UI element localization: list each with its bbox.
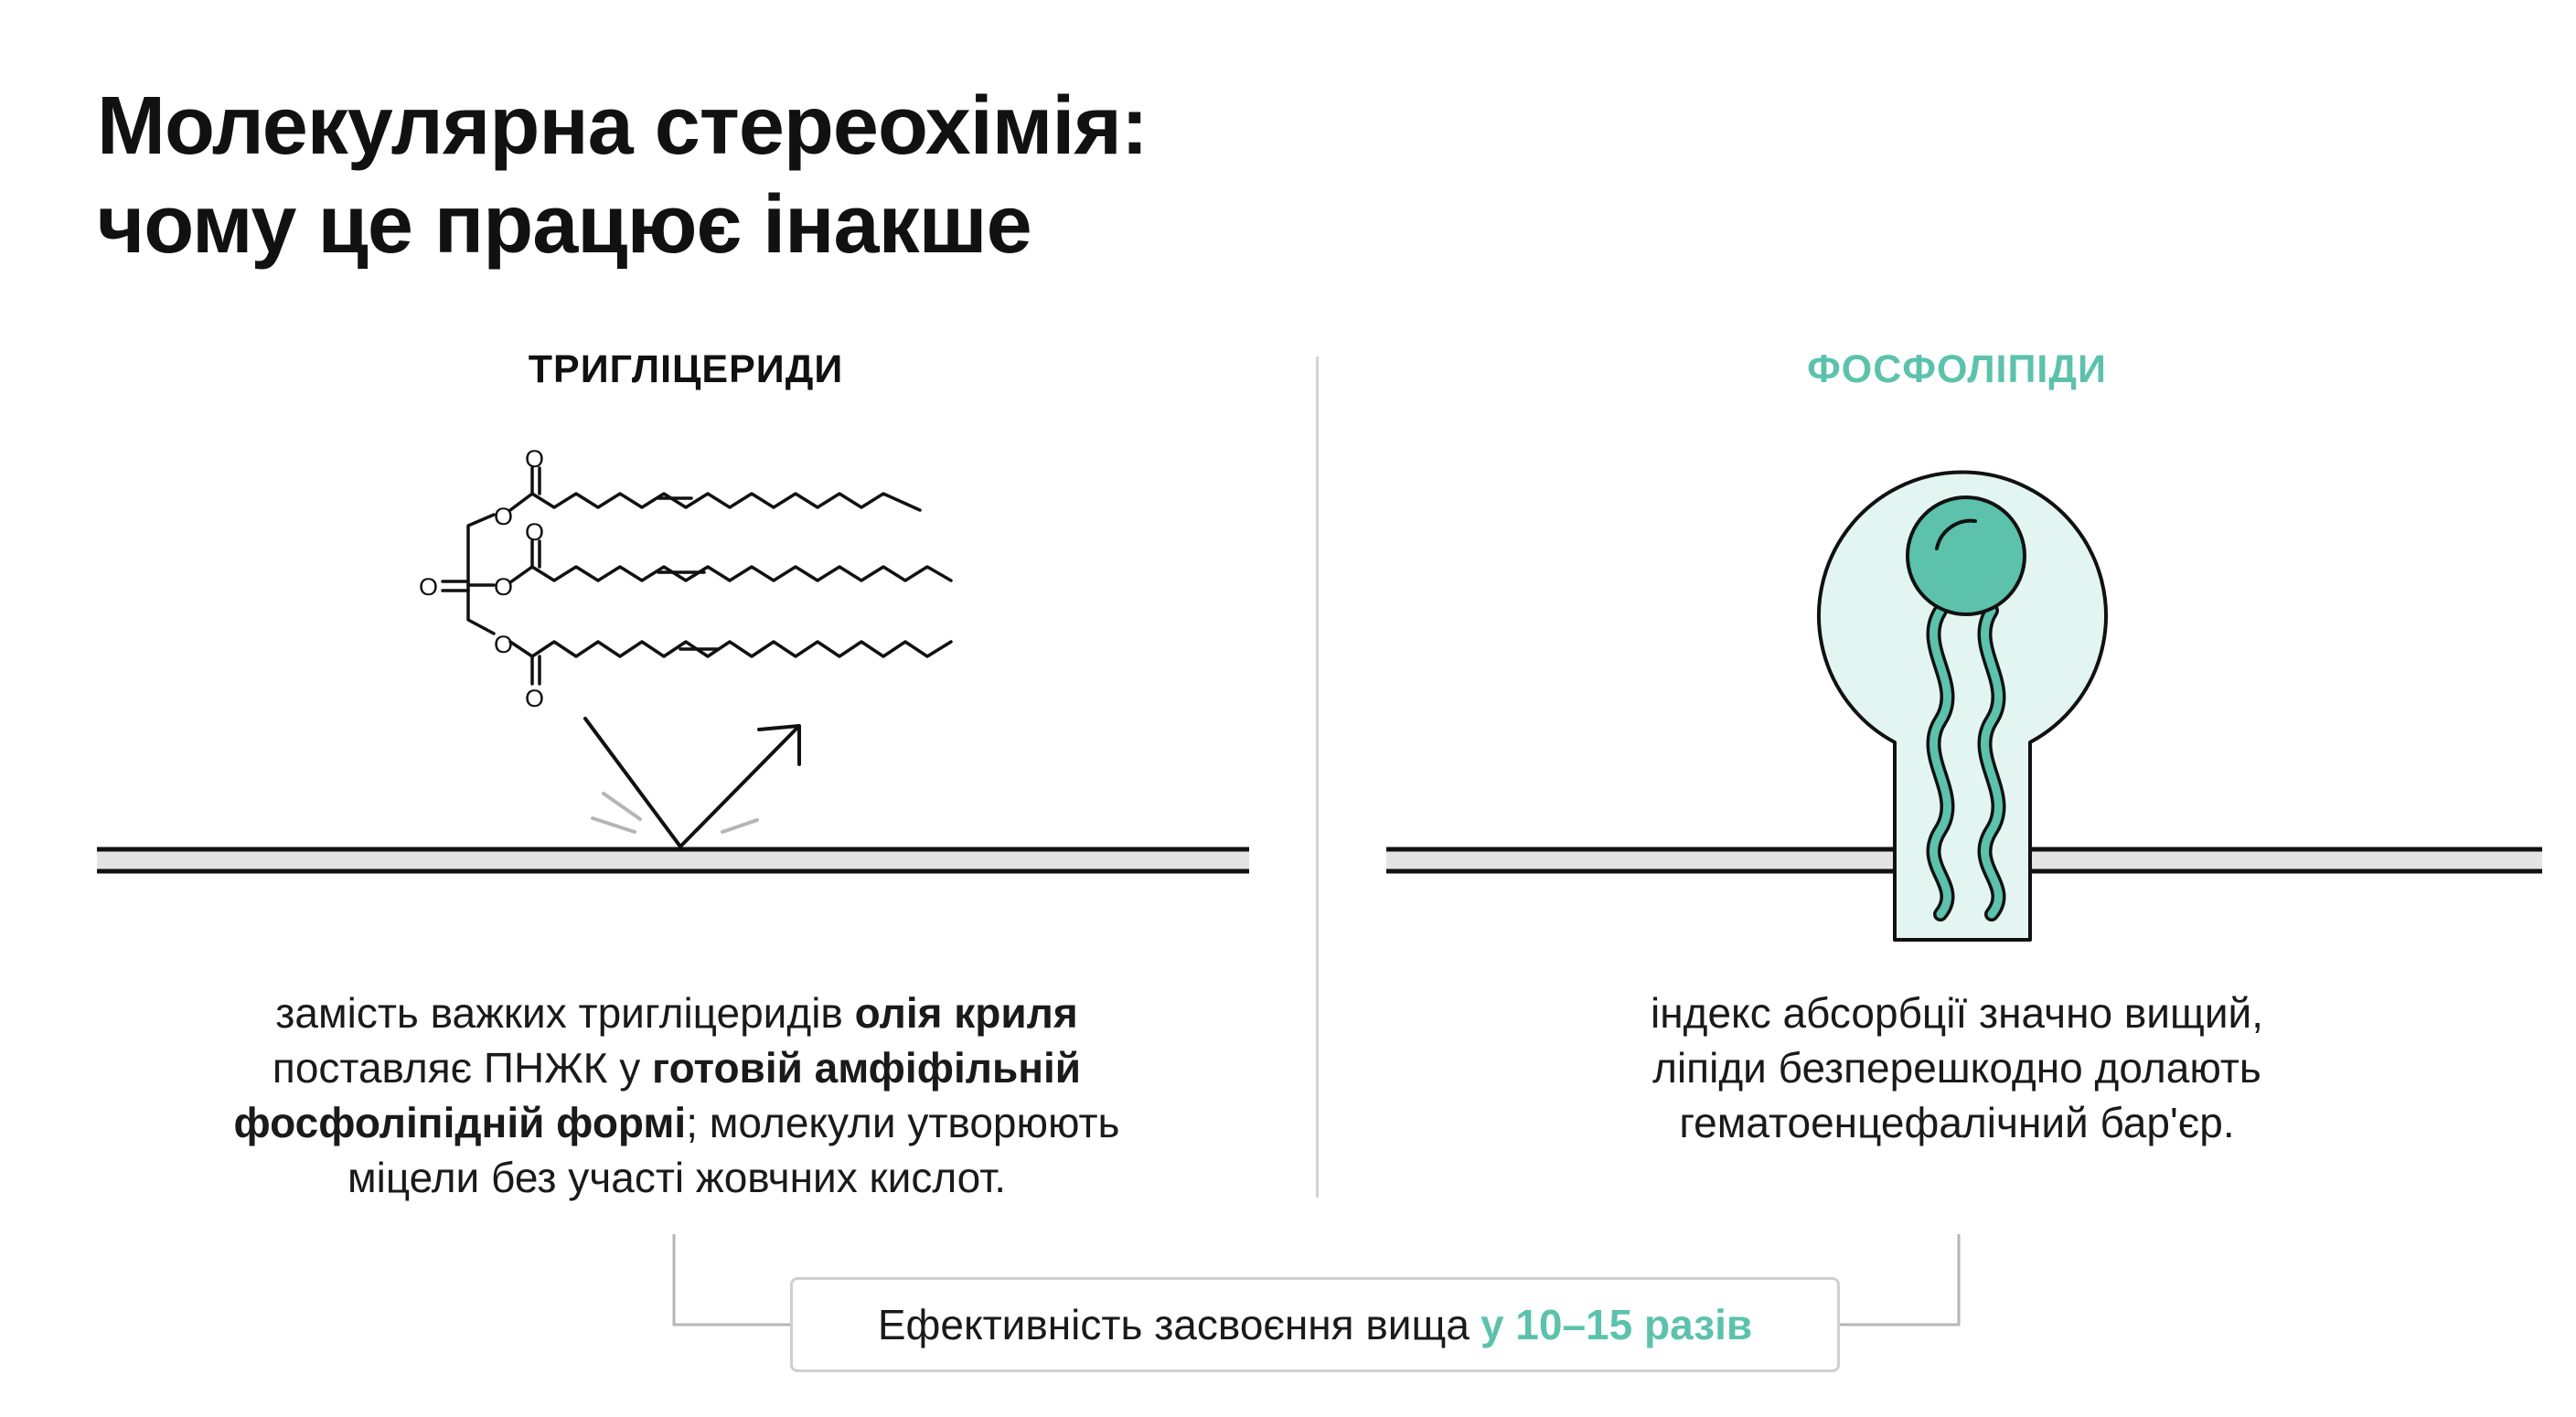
triglycerides-heading: ТРИГЛІЦЕРИДИ	[528, 347, 844, 391]
result-bracket	[672, 1234, 1961, 1326]
atom-o-3: O	[525, 518, 544, 546]
phospholipid-tails-fill	[1929, 606, 2003, 919]
desc-left-3a: фосфоліпідній формі	[233, 1099, 687, 1146]
atom-o-7: O	[525, 685, 544, 712]
desc-left-2b: готовій амфіфільній	[652, 1044, 1082, 1092]
title-line-1: Молекулярна стереохімія:	[97, 80, 1149, 172]
atom-o-6: O	[494, 631, 513, 658]
triglycerides-description: замість важких тригліцеридів олія криля …	[137, 986, 1216, 1205]
result-box: Ефективність засвоєння вища у 10–15 разі…	[790, 1277, 1840, 1372]
atom-o-5: O	[494, 573, 513, 601]
left-membrane	[97, 847, 1249, 874]
impact-marks	[591, 792, 759, 834]
desc-left-1a: замість важких тригліцеридів	[275, 989, 855, 1037]
desc-right-3: гематоенцефалічний бар'єр.	[1679, 1099, 2235, 1146]
column-divider	[1316, 357, 1319, 1198]
triglyceride-molecule	[441, 466, 953, 686]
desc-left-1b: олія криля	[854, 989, 1078, 1037]
phospholipids-description: індекс абсорбції значно вищий, ліпіди бе…	[1427, 986, 2487, 1150]
page-title: Молекулярна стереохімія: чому це працює …	[97, 77, 1149, 274]
result-accent: у 10–15 разів	[1480, 1301, 1753, 1348]
atom-o-4: O	[419, 573, 438, 601]
phospholipids-heading: ФОСФОЛІПІДИ	[1807, 347, 2107, 391]
atom-o-2: O	[494, 503, 513, 530]
desc-left-2a: поставляє ПНЖК у	[272, 1044, 653, 1092]
phospholipid-head	[1906, 495, 2026, 616]
desc-right-1: індекс абсорбції значно вищий,	[1651, 989, 2263, 1037]
title-line-2: чому це працює інакше	[97, 179, 1032, 271]
atom-o-1: O	[525, 445, 544, 473]
desc-right-2: ліпіди безперешкодно долають	[1652, 1044, 2261, 1092]
desc-left-3b: ; молекули утворюють	[686, 1099, 1120, 1146]
triglyceride-atom-labels: O O O O O O O	[419, 445, 544, 712]
desc-left-4: міцели без участі жовчних кислот.	[347, 1154, 1006, 1201]
result-text: Ефективність засвоєння вища	[877, 1301, 1470, 1348]
bounce-arrow	[583, 717, 801, 848]
